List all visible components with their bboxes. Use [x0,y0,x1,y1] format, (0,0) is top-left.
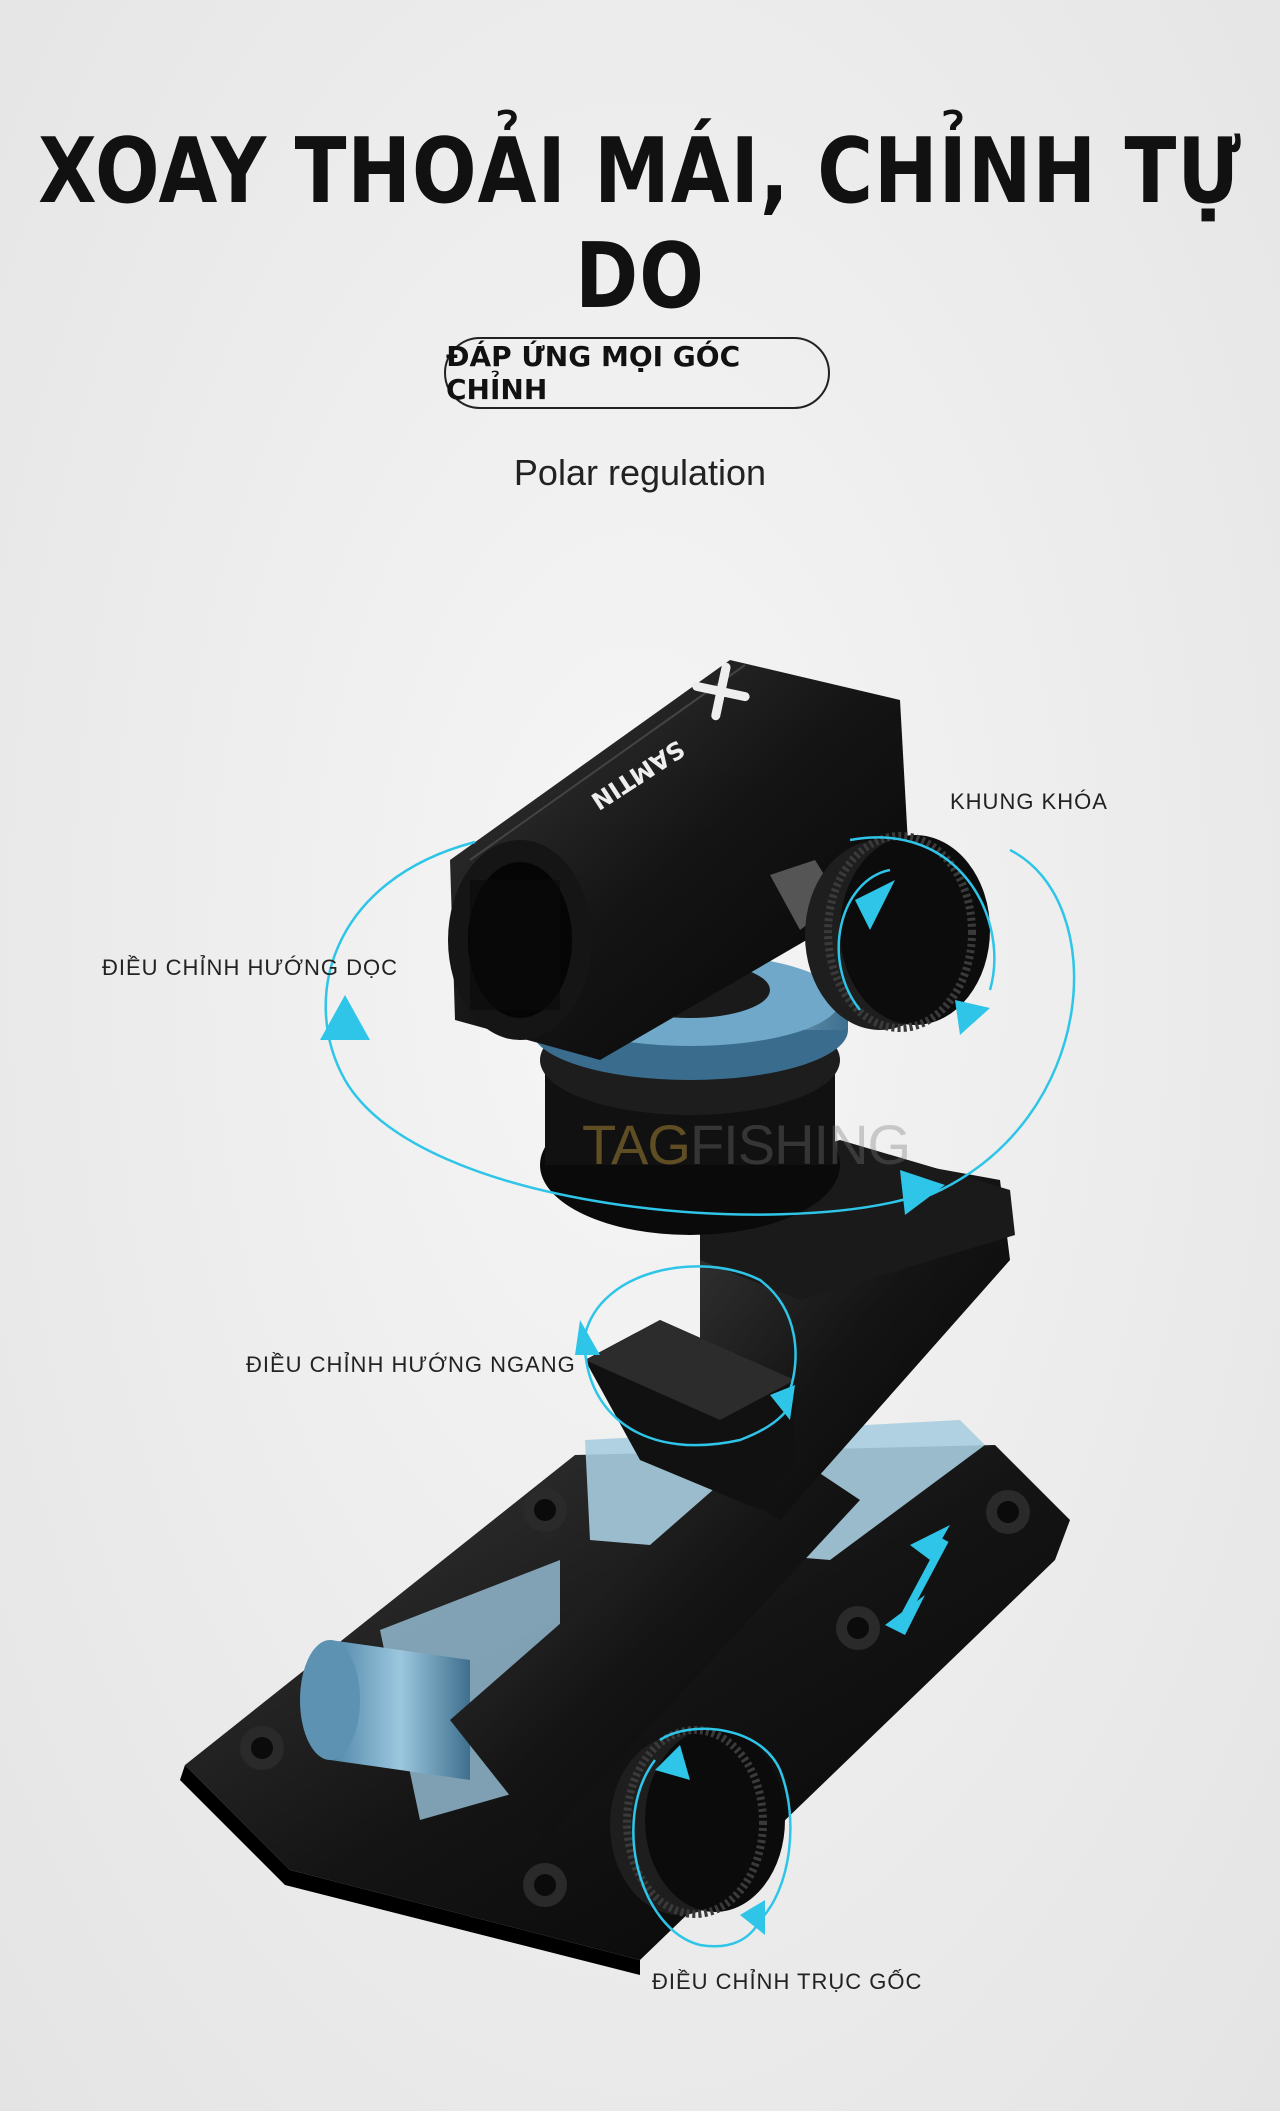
page-title: XOAY THOẢI MÁI, CHỈNH TỰ DO [38,118,1242,329]
lock-knob [770,832,990,1032]
horizontal-rotation-arrow [575,1265,797,1447]
callout-horizontal-adjust: ĐIỀU CHỈNH HƯỚNG NGANG [246,1352,576,1377]
feature-badge: ĐÁP ỨNG MỌI GÓC CHỈNH [444,337,830,409]
callout-lock-frame: KHUNG KHÓA [950,789,1108,814]
watermark: TAGFISHING [582,1113,911,1176]
page-subtitle: Polar regulation [513,452,767,493]
base-rotation-arrow [632,1727,792,1948]
tube-clamp [448,660,910,1060]
base-knob [610,1726,785,1918]
hinge-cylinder [300,1640,470,1780]
callout-vertical-adjust: ĐIỀU CHỈNH HƯỚNG DỌC [102,955,398,980]
vertical-rotation-arrow [320,840,945,1216]
slide-arrow [885,1525,950,1635]
callout-base-axis-adjust: ĐIỀU CHỈNH TRỤC GỐC [652,1969,923,1994]
feature-badge-label: ĐÁP ỨNG MỌI GÓC CHỈNH [446,340,741,406]
lock-rotation-arrow [837,836,1076,1197]
